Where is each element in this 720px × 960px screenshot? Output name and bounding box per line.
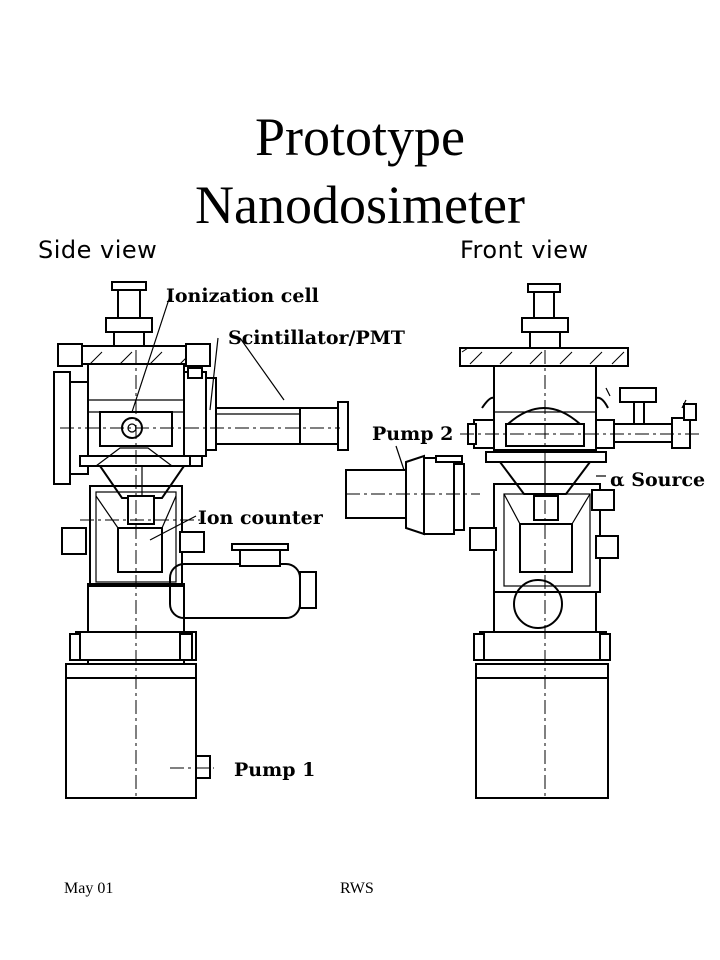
side-view-heading: Side view — [38, 236, 158, 264]
slide-title-line-1: Prototype — [255, 107, 465, 167]
ionization-cell-label: Ionization cell — [166, 285, 319, 307]
scintillator-pmt-label: Scintillator/PMT — [228, 327, 405, 349]
side-view-drawing — [53, 281, 349, 800]
pump-1-label: Pump 1 — [234, 759, 315, 781]
footer-author: RWS — [340, 880, 374, 897]
slide-title-line-2: Nanodosimeter — [195, 175, 525, 235]
ion-counter-label: Ion counter — [198, 507, 324, 529]
front-view-heading: Front view — [460, 236, 589, 264]
pump-2-label: Pump 2 — [372, 423, 453, 445]
front-view-drawing — [345, 283, 700, 800]
alpha-source-label: α Source — [610, 469, 705, 491]
footer-date: May 01 — [64, 880, 114, 897]
